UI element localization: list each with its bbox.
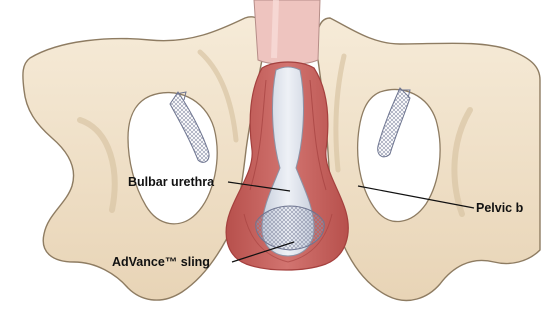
- label-pelvic-bone: Pelvic b: [476, 202, 523, 215]
- label-bulbar-urethra: Bulbar urethra: [128, 176, 214, 189]
- penile-shaft: [254, 0, 320, 65]
- label-advance-sling: AdVance™ sling: [112, 256, 210, 269]
